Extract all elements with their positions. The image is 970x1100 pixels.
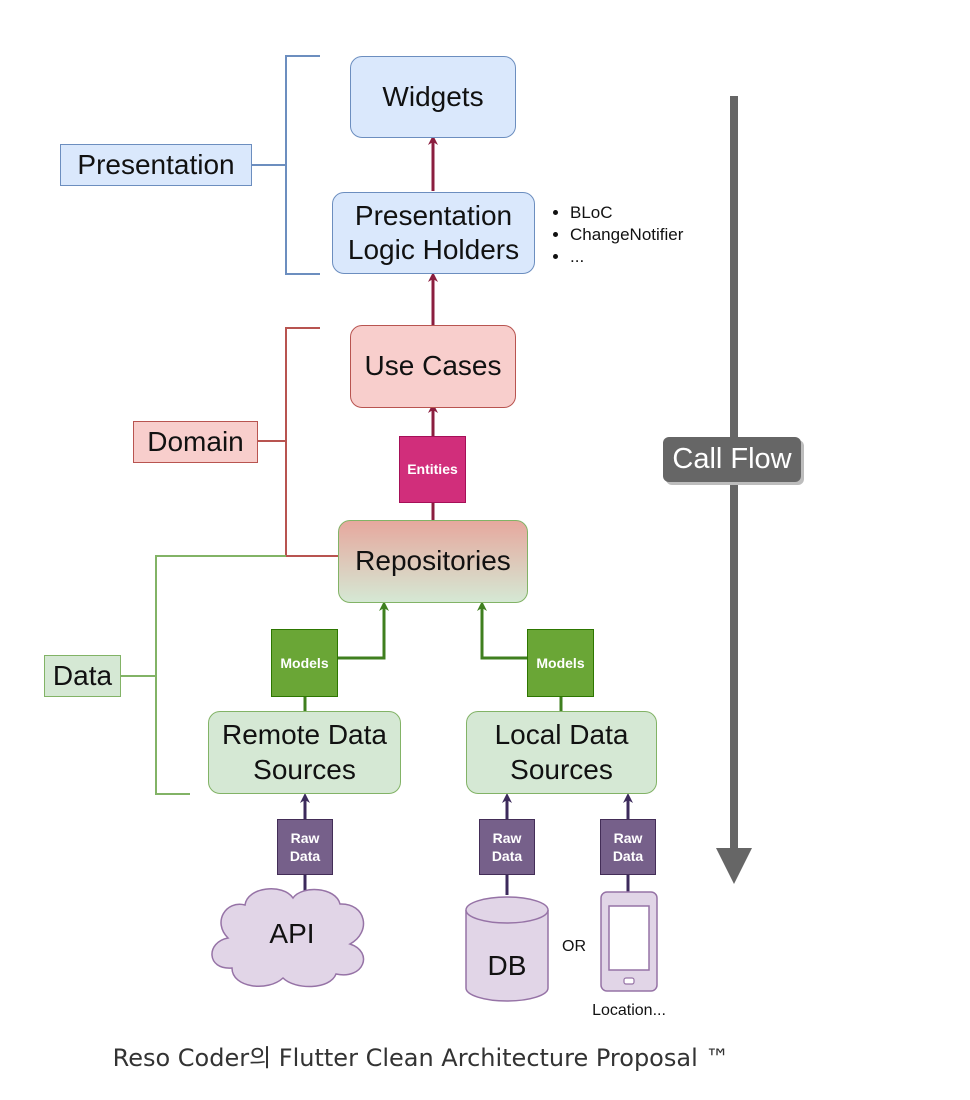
call-flow-label: Call Flow <box>663 437 801 482</box>
presentation-bracket <box>252 55 320 275</box>
models-tag-local: Models <box>527 629 594 697</box>
local-data-sources-node: Local Data Sources <box>466 711 657 794</box>
data-bracket <box>121 555 286 795</box>
raw-data-db-line-1: Raw <box>492 829 522 846</box>
entities-tag: Entities <box>399 436 466 503</box>
domain-bracket <box>258 327 338 557</box>
device-label: Location... <box>592 1002 666 1019</box>
remote-sources-line-2: Sources <box>253 753 356 785</box>
use-cases-node: Use Cases <box>350 325 516 408</box>
raw-data-api-line-1: Raw <box>290 829 320 846</box>
device-phone-shape <box>600 891 658 992</box>
models-tag-remote: Models <box>271 629 338 697</box>
remote-data-sources-node: Remote Data Sources <box>208 711 401 794</box>
raw-data-db-line-2: Data <box>491 848 523 864</box>
repositories-node: Repositories <box>338 520 528 603</box>
presentation-logic-holders-node: Presentation Logic Holders <box>332 192 535 274</box>
example-bloc: BLoC <box>570 202 683 224</box>
raw-data-tag-device: Raw Data <box>600 819 656 875</box>
arrow-models-to-repositories-left <box>338 601 389 660</box>
db-label: DB <box>487 950 527 981</box>
raw-data-api-line-2: Data <box>289 848 321 864</box>
logic-holders-line-2: Logic Holders <box>347 234 520 265</box>
logic-holders-line-1: Presentation <box>354 199 513 231</box>
raw-data-tag-api: Raw Data <box>277 819 333 875</box>
widgets-node: Widgets <box>350 56 516 138</box>
api-label: API <box>269 918 315 949</box>
example-changenotifier: ChangeNotifier <box>570 224 683 246</box>
logic-holder-examples-list: BLoC ChangeNotifier ... <box>546 202 683 268</box>
raw-data-device-line-2: Data <box>612 848 644 864</box>
arrow-models-to-repositories-right <box>477 601 527 660</box>
data-layer-label: Data <box>44 655 121 697</box>
local-sources-line-1: Local Data <box>494 719 629 751</box>
or-label: OR <box>562 938 586 955</box>
example-more: ... <box>570 246 683 268</box>
call-flow-arrow-head <box>716 848 752 884</box>
raw-data-device-line-1: Raw <box>613 829 643 846</box>
api-cloud-shape <box>211 888 365 988</box>
figure-caption: Reso Coder의 Flutter Clean Architecture P… <box>112 1044 730 1072</box>
presentation-layer-label: Presentation <box>60 144 252 186</box>
local-sources-line-2: Sources <box>510 753 613 785</box>
remote-sources-line-1: Remote Data <box>222 719 387 751</box>
domain-layer-label: Domain <box>133 421 258 463</box>
raw-data-tag-db: Raw Data <box>479 819 535 875</box>
db-cylinder-shape <box>465 896 549 1002</box>
